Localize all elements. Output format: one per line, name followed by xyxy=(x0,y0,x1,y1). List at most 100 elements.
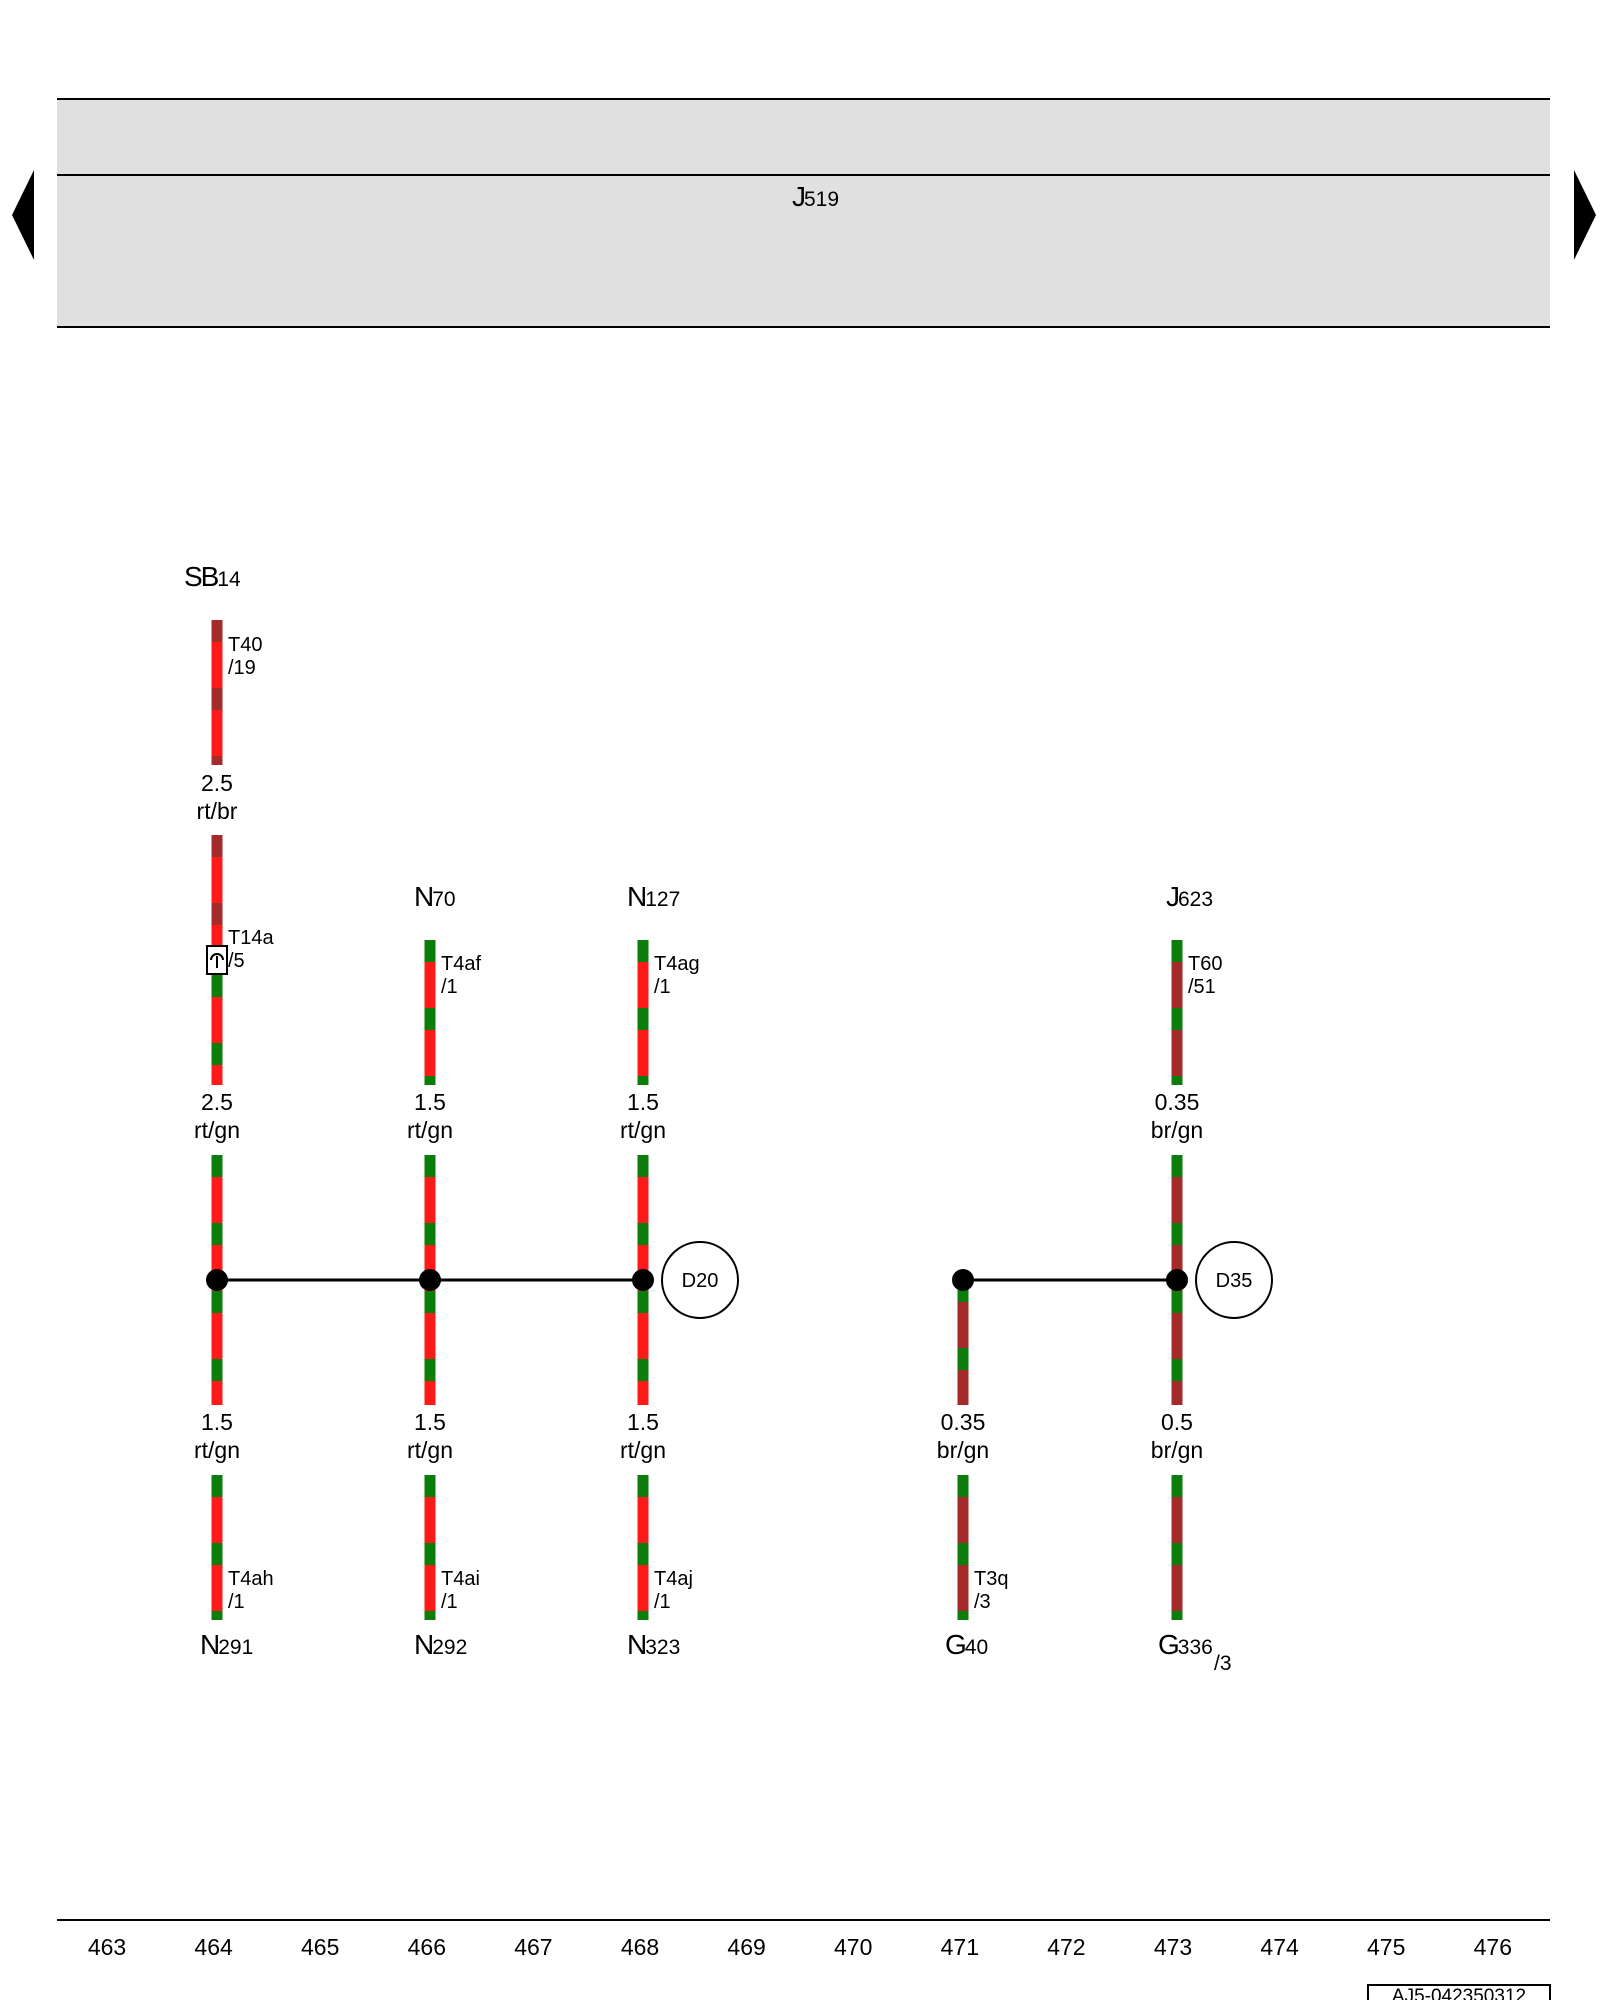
module-panel-lower xyxy=(57,175,1550,327)
component-n127[interactable]: N127 xyxy=(627,881,680,912)
svg-text:br/gn: br/gn xyxy=(937,1437,989,1463)
wires xyxy=(211,620,1183,1620)
svg-text:/1: /1 xyxy=(228,1591,245,1613)
wire-label-sb14: 2.5 rt/br xyxy=(197,770,238,824)
module-panel-upper xyxy=(57,99,1550,175)
component-n70[interactable]: N70 xyxy=(414,881,456,912)
svg-text:/1: /1 xyxy=(441,1591,458,1613)
connector-t14a: T14a /5 xyxy=(228,927,274,972)
prev-page-arrow-icon[interactable] xyxy=(12,170,34,260)
wire-label-466-top: 1.5 rt/gn xyxy=(407,1089,453,1143)
document-id-box xyxy=(1367,1984,1551,2000)
module-panel: J519 xyxy=(57,98,1550,328)
svg-text:1.5: 1.5 xyxy=(201,1409,233,1435)
connector-t4ag: T4ag /1 xyxy=(654,953,700,998)
component-n292[interactable]: N292 xyxy=(414,1629,467,1660)
connector-t3q: T3q /3 xyxy=(974,1568,1008,1613)
svg-text:1.5: 1.5 xyxy=(414,1089,446,1115)
junction-dot-468 xyxy=(632,1269,654,1291)
svg-text:rt/br: rt/br xyxy=(197,798,238,824)
svg-text:0.35: 0.35 xyxy=(1155,1089,1200,1115)
column-number-476: 476 xyxy=(1474,1934,1512,1960)
connector-t4aj: T4aj /1 xyxy=(654,1568,693,1613)
wire-label-464-bottom: 1.5 rt/gn xyxy=(194,1409,240,1463)
svg-text:T4ah: T4ah xyxy=(228,1568,274,1590)
svg-text:0.5: 0.5 xyxy=(1161,1409,1193,1435)
column-number-467: 467 xyxy=(514,1934,552,1960)
svg-text:1.5: 1.5 xyxy=(627,1409,659,1435)
connector-t4ai: T4ai /1 xyxy=(441,1568,480,1613)
junction-dot-466 xyxy=(419,1269,441,1291)
wire-label-473-bottom: 0.5 br/gn xyxy=(1151,1409,1203,1463)
svg-text:br/gn: br/gn xyxy=(1151,1117,1203,1143)
svg-text:2.5: 2.5 xyxy=(201,770,233,796)
component-j623[interactable]: J623 xyxy=(1166,881,1213,912)
svg-text:T4aj: T4aj xyxy=(654,1568,693,1590)
wire-label-468-top: 1.5 rt/gn xyxy=(620,1089,666,1143)
splice-circle-d20 xyxy=(661,1241,739,1319)
svg-text:T3q: T3q xyxy=(974,1568,1008,1590)
junction-dot-464 xyxy=(206,1269,228,1291)
column-number-475: 475 xyxy=(1367,1934,1405,1960)
splice-label-d20: D20 xyxy=(682,1270,719,1292)
svg-text:/3: /3 xyxy=(974,1591,991,1613)
wire-label-464-top: 2.5 rt/gn xyxy=(194,1089,240,1143)
svg-text:rt/gn: rt/gn xyxy=(194,1117,240,1143)
svg-text:/19: /19 xyxy=(228,657,256,679)
svg-text:0.35: 0.35 xyxy=(941,1409,986,1435)
svg-text:2.5: 2.5 xyxy=(201,1089,233,1115)
svg-text:/1: /1 xyxy=(654,976,671,998)
connector-t4ah: T4ah /1 xyxy=(228,1568,274,1613)
svg-text:1.5: 1.5 xyxy=(627,1089,659,1115)
svg-text:T14a: T14a xyxy=(228,927,274,949)
component-g336[interactable]: G336 xyxy=(1158,1629,1213,1660)
connector-t4af: T4af /1 xyxy=(441,953,481,998)
wire-label-471-bottom: 0.35 br/gn xyxy=(937,1409,989,1463)
next-page-arrow-icon[interactable] xyxy=(1574,170,1596,260)
component-n291[interactable]: N291 xyxy=(200,1629,253,1660)
column-number-468: 468 xyxy=(621,1934,659,1960)
document-id-text: AJ5-042350312 xyxy=(1392,1986,1526,2000)
junction-dot-471 xyxy=(952,1269,974,1291)
component-n323[interactable]: N323 xyxy=(627,1629,680,1660)
svg-text:/1: /1 xyxy=(441,976,458,998)
component-sb14[interactable]: SB14 xyxy=(184,561,241,592)
splice-d35[interactable]: D35 xyxy=(1195,1241,1273,1319)
svg-text:rt/gn: rt/gn xyxy=(620,1117,666,1143)
svg-text:T4af: T4af xyxy=(441,953,481,975)
component-g336-pin: /3 xyxy=(1214,1652,1232,1675)
connector-pin-symbol-icon xyxy=(206,945,228,975)
column-number-465: 465 xyxy=(301,1934,339,1960)
svg-text:/1: /1 xyxy=(654,1591,671,1613)
svg-text:1.5: 1.5 xyxy=(414,1409,446,1435)
svg-text:/51: /51 xyxy=(1188,976,1216,998)
svg-text:rt/gn: rt/gn xyxy=(620,1437,666,1463)
svg-text:br/gn: br/gn xyxy=(1151,1437,1203,1463)
svg-text:/5: /5 xyxy=(228,950,245,972)
splice-circle-d35 xyxy=(1195,1241,1273,1319)
column-number-474: 474 xyxy=(1260,1934,1299,1960)
wire-label-473-top: 0.35 br/gn xyxy=(1151,1089,1203,1143)
svg-text:T4ai: T4ai xyxy=(441,1568,480,1590)
splice-d20[interactable]: D20 xyxy=(661,1241,739,1319)
svg-text:rt/gn: rt/gn xyxy=(194,1437,240,1463)
svg-text:T60: T60 xyxy=(1188,953,1222,975)
svg-text:T4ag: T4ag xyxy=(654,953,700,975)
component-g40[interactable]: G40 xyxy=(945,1629,988,1660)
column-number-473: 473 xyxy=(1154,1934,1192,1960)
wire-label-468-bottom: 1.5 rt/gn xyxy=(620,1409,666,1463)
module-label: J519 xyxy=(792,181,839,212)
column-number-466: 466 xyxy=(408,1934,446,1960)
connector-t60: T60 /51 xyxy=(1188,953,1222,998)
junction-dot-473 xyxy=(1166,1269,1188,1291)
svg-text:rt/gn: rt/gn xyxy=(407,1437,453,1463)
column-number-471: 471 xyxy=(941,1934,979,1960)
svg-text:T40: T40 xyxy=(228,634,262,656)
document-id: AJ5-042350312 xyxy=(1367,1984,1551,2000)
column-number-469: 469 xyxy=(727,1934,765,1960)
wire-label-466-bottom: 1.5 rt/gn xyxy=(407,1409,453,1463)
column-number-470: 470 xyxy=(834,1934,872,1960)
column-number-464: 464 xyxy=(194,1934,233,1960)
